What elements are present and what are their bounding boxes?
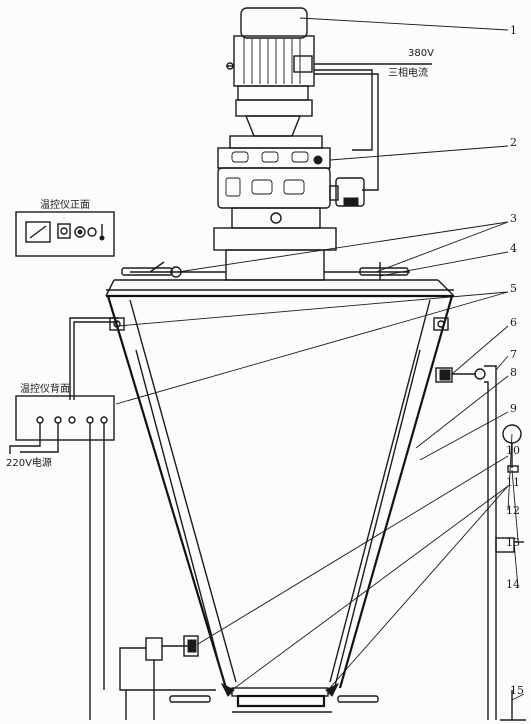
part-number-14: 14 xyxy=(506,578,520,591)
part-number-11: 11 xyxy=(506,476,520,489)
temp-controller-back: 温控仪背面 220V电源 xyxy=(6,382,115,720)
part-number-3: 3 xyxy=(510,212,517,225)
three-phase-label: 三相电流 xyxy=(388,66,428,79)
part-number-2: 2 xyxy=(510,136,517,149)
left-piping xyxy=(69,317,216,720)
part-number-8: 8 xyxy=(510,366,517,379)
part-number-13: 13 xyxy=(506,536,520,549)
part-number-15: 15 xyxy=(510,684,524,697)
cone-body xyxy=(105,279,455,691)
panel-back-label: 温控仪背面 xyxy=(20,382,70,395)
part-number-9: 9 xyxy=(510,402,517,415)
support-frame xyxy=(121,227,410,281)
power-cable-380v xyxy=(314,63,432,191)
part-numbers: 1 2 3 4 5 6 7 8 9 10 11 12 13 14 15 xyxy=(506,24,524,697)
part-number-10: 10 xyxy=(506,444,520,457)
gear-reducer xyxy=(217,135,365,229)
part-number-4: 4 xyxy=(510,242,517,255)
leader-lines xyxy=(115,17,525,701)
temp-controller-front: 温控仪正面 xyxy=(15,198,115,257)
voltage-380-label: 380V xyxy=(408,48,434,59)
panel-front-label: 温控仪正面 xyxy=(40,198,90,211)
right-piping xyxy=(435,365,526,721)
part-number-6: 6 xyxy=(510,316,517,329)
power-220-label: 220V电源 xyxy=(6,456,52,469)
part-number-12: 12 xyxy=(506,504,520,517)
part-number-5: 5 xyxy=(510,282,517,295)
bottom-discharge xyxy=(169,682,379,713)
part-number-7: 7 xyxy=(510,348,517,361)
motor xyxy=(226,7,315,137)
part-number-1: 1 xyxy=(510,24,517,37)
